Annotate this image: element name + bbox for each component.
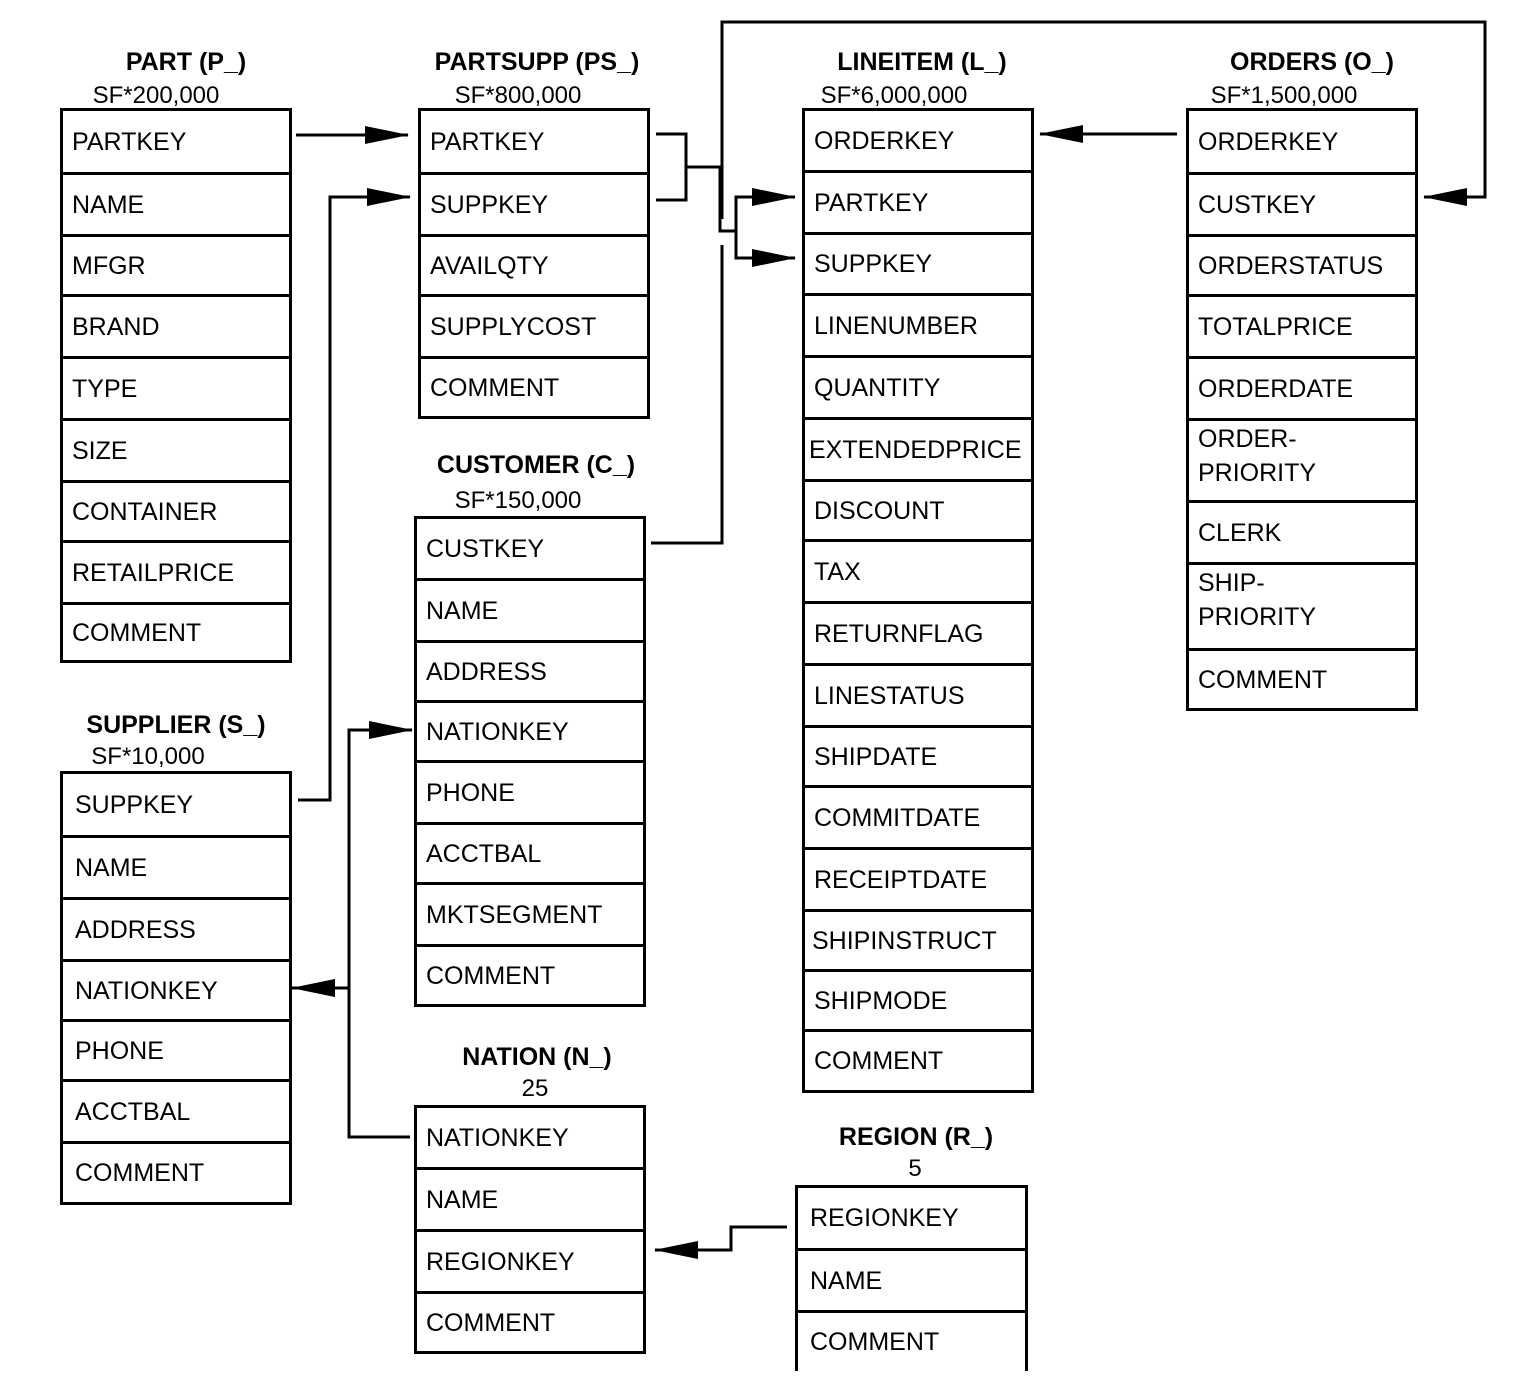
part-column: TYPE [63,359,289,421]
part-table-cardinality: SF*200,000 [92,82,220,109]
lineitem-column: EXTENDEDPRICE [805,420,1031,482]
supplier-column: NAME [63,838,289,900]
part-column: BRAND [63,297,289,359]
orders-column: ORDERSTATUS [1189,237,1415,297]
part-table-title: PART (P_) [125,48,247,76]
partsupp-column: PARTKEY [421,111,647,175]
customer-column: COMMENT [426,961,556,990]
nation-table-cardinality: 25 [521,1075,549,1102]
lineitem-table: ORDERKEY PARTKEY SUPPKEY LINENUMBER QUAN… [802,108,1034,1093]
link-partsupp-lineitem-partkey [734,188,796,231]
lineitem-column: RETURNFLAG [805,604,1031,666]
supplier-column: ACCTBAL [63,1082,289,1144]
orders-column: ORDERDATE [1189,359,1415,421]
nation-column: COMMENT [426,1308,556,1337]
lineitem-column: TAX [805,542,1031,604]
link-customer-orders-custkey-lower [651,245,724,545]
nation-table-title: NATION (N_) [462,1043,612,1071]
lineitem-column: QUANTITY [805,358,1031,420]
orders-table: ORDERKEY CUSTKEY ORDERSTATUS TOTALPRICE … [1186,108,1418,711]
lineitem-table-cardinality: SF*6,000,000 [820,82,968,109]
lineitem-column: LINENUMBER [805,296,1031,358]
lineitem-column: PARTKEY [805,173,1031,235]
partsupp-column: AVAILQTY [421,237,647,297]
customer-table-cardinality: SF*150,000 [454,487,582,514]
link-partsupp-lineitem-suppkey [734,231,796,267]
partsupp-table-title: PARTSUPP (PS_) [434,48,640,76]
supplier-table-title: SUPPLIER (S_) [86,711,266,739]
lineitem-column: RECEIPTDATE [805,850,1031,912]
supplier-table-cardinality: SF*10,000 [91,743,205,770]
partsupp-column: SUPPLYCOST [421,297,647,359]
part-column: PARTKEY [63,111,289,175]
orders-column: CUSTKEY [1189,175,1415,237]
supplier-table: SUPPKEY NAME ADDRESS NATIONKEY PHONE ACC… [60,771,292,1205]
orders-table-title: ORDERS (O_) [1230,48,1394,76]
lineitem-column: ORDERKEY [805,111,1031,173]
lineitem-column: COMMENT [814,1047,944,1075]
supplier-column: NATIONKEY [63,962,289,1022]
customer-column: ADDRESS [417,643,643,703]
region-column: COMMENT [810,1328,940,1356]
link-region-nation-regionkey [654,1225,787,1259]
lineitem-column: LINESTATUS [805,666,1031,728]
customer-column: NAME [417,581,643,643]
orders-table-cardinality: SF*1,500,000 [1210,82,1358,109]
partsupp-table: PARTKEY SUPPKEY AVAILQTY SUPPLYCOST COMM… [418,108,650,419]
nation-column: REGIONKEY [417,1232,643,1294]
orders-column: TOTALPRICE [1189,297,1415,359]
link-nation-customer-nationkey [347,721,413,1139]
part-column: CONTAINER [63,483,289,543]
customer-table-title: CUSTOMER (C_) [436,451,636,479]
region-table-title: REGION (R_) [838,1123,994,1151]
nation-table: NATIONKEY NAME REGIONKEY COMMENT [414,1105,646,1354]
supplier-column: ADDRESS [63,900,289,962]
customer-table: CUSTKEY NAME ADDRESS NATIONKEY PHONE ACC… [414,516,646,1007]
lineitem-column: COMMITDATE [805,788,1031,850]
lineitem-column: SHIPDATE [805,728,1031,788]
customer-column: ACCTBAL [417,825,643,885]
customer-column: NATIONKEY [417,703,643,763]
supplier-column: SUPPKEY [63,774,289,838]
partsupp-column: SUPPKEY [421,175,647,237]
orders-column: SHIP- PRIORITY [1189,565,1415,651]
region-column: NAME [798,1251,1025,1313]
customer-column: PHONE [417,763,643,825]
customer-column: CUSTKEY [417,519,643,581]
orders-column: ORDER- PRIORITY [1189,421,1415,503]
nation-column: NATIONKEY [417,1108,643,1170]
lineitem-table-title: LINEITEM (L_) [837,48,1007,76]
supplier-column: COMMENT [75,1159,205,1187]
customer-column: MKTSEGMENT [417,885,643,947]
partsupp-column: COMMENT [430,373,560,402]
part-column: RETAILPRICE [63,543,289,605]
region-column: REGIONKEY [798,1188,1025,1251]
part-column: SIZE [63,421,289,483]
link-customer-orders-custkey-upper [720,20,1487,219]
region-table-cardinality: 5 [908,1155,922,1182]
link-partsupp-merge [656,132,736,233]
nation-column: NAME [417,1170,643,1232]
orders-column: ORDERKEY [1189,111,1415,175]
part-table: PARTKEY NAME MFGR BRAND TYPE SIZE CONTAI… [60,108,292,663]
link-supplier-partsupp-suppkey [298,188,411,802]
lineitem-column: SHIPMODE [805,972,1031,1032]
region-table: REGIONKEY NAME COMMENT [795,1185,1028,1371]
lineitem-column: SUPPKEY [805,235,1031,296]
supplier-column: PHONE [63,1022,289,1082]
lineitem-column: DISCOUNT [805,482,1031,542]
orders-column: CLERK [1189,503,1415,565]
part-column: NAME [63,175,289,237]
part-column: COMMENT [72,618,202,647]
orders-column: COMMENT [1198,665,1328,694]
lineitem-column: SHIPINSTRUCT [805,912,1031,972]
partsupp-table-cardinality: SF*800,000 [454,82,582,109]
part-column: MFGR [63,237,289,297]
